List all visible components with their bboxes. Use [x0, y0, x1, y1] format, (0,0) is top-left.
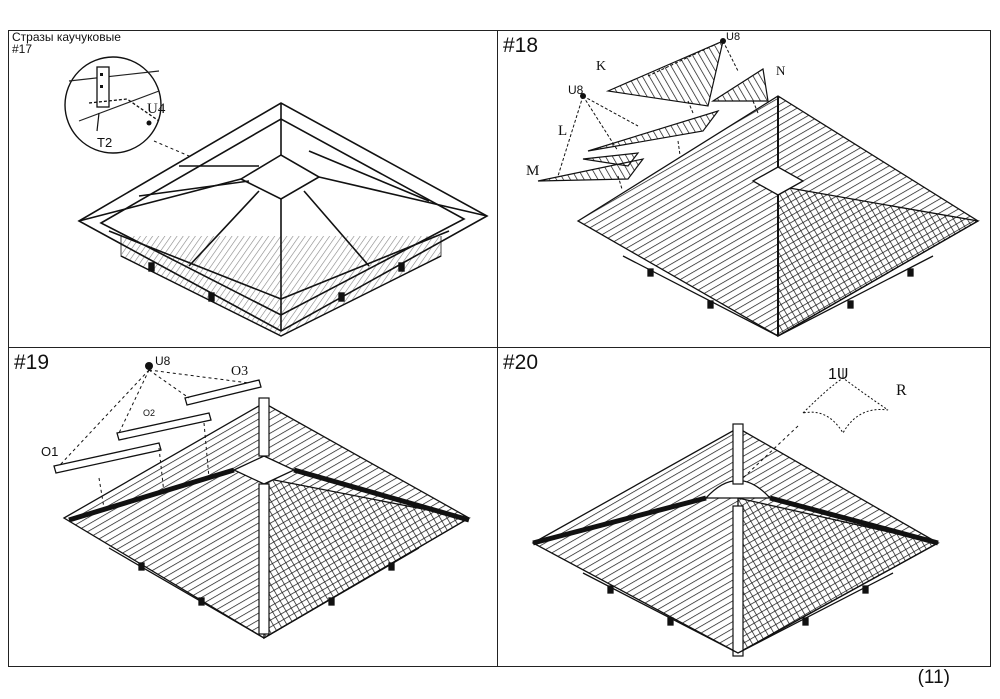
label-u8-top: U8 — [726, 31, 741, 43]
label-u8-left: U8 — [568, 83, 584, 97]
label-o2: O2 — [143, 408, 156, 418]
step-19-number: #19 — [14, 351, 50, 374]
step-18-panel: #18 U8 U8 K N L M — [497, 30, 991, 348]
screw-u8-left — [580, 93, 586, 99]
label-o1: O1 — [41, 444, 59, 459]
exploded-top-cap — [742, 368, 889, 479]
exploded-caps — [53, 379, 262, 474]
label-k: K — [596, 59, 607, 74]
gazebo-frame-drawing — [64, 56, 489, 337]
step-19-panel: #19 U8 O3 O2 O1 — [8, 347, 498, 667]
screw-u8 — [145, 362, 153, 370]
label-n: N — [776, 63, 786, 78]
exploded-arrows — [557, 40, 759, 190]
gazebo-base — [582, 572, 894, 654]
gazebo-base — [108, 547, 420, 639]
label-r: R — [896, 382, 907, 399]
roof-body — [576, 95, 980, 338]
label-u4: U4 — [147, 101, 166, 117]
gazebo-base — [622, 255, 934, 337]
roof-shingle-drawing — [537, 38, 980, 338]
exploded-panels — [537, 39, 769, 182]
step-20-panel: #20 1U R — [497, 347, 991, 667]
step-18-number: #18 — [503, 34, 539, 57]
gazebo-base — [120, 236, 442, 337]
label-u8: U8 — [155, 354, 171, 368]
screw-u8-top — [720, 38, 726, 44]
step-17-panel: Стразы каучуковые #17 U4 T2 — [8, 30, 498, 348]
label-m: M — [526, 163, 540, 179]
step-20-number: #20 — [503, 351, 539, 374]
page-number: (11) — [917, 667, 950, 688]
ridge-caps — [532, 423, 939, 657]
label-t2: T2 — [97, 135, 113, 150]
ridge-caps-drawing — [53, 362, 471, 640]
step-17-caption: Стразы каучуковые — [12, 30, 121, 44]
screw-lines — [58, 369, 250, 509]
detail-magnifier — [64, 56, 225, 172]
label-o3: O3 — [231, 364, 249, 379]
step-17-number: #17 — [12, 42, 33, 56]
ridge-caps — [68, 397, 470, 635]
label-1u: 1U — [828, 366, 849, 383]
label-l: L — [558, 123, 568, 139]
roof-top-cap-drawing — [531, 368, 940, 657]
